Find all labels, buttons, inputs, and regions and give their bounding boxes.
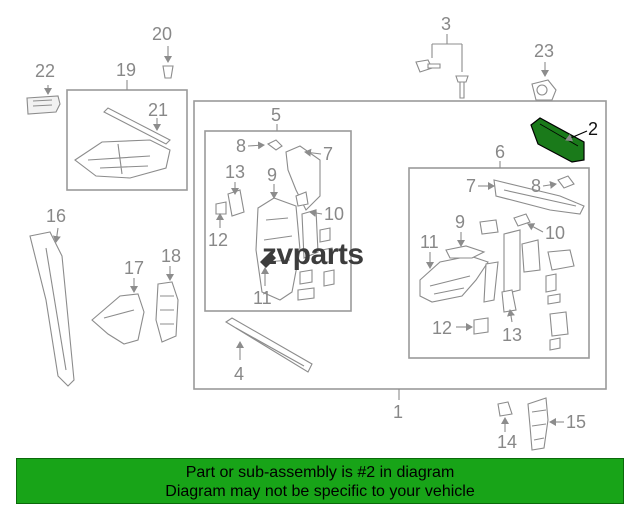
callout-12-left: 12 [208,230,228,250]
callout-10-left: 10 [324,204,344,224]
part-15-plate[interactable] [527,397,564,451]
callout-12-right: 12 [432,318,452,338]
callout-9-right: 9 [455,212,465,232]
callout-8-right: 8 [531,176,541,196]
part-22-clip[interactable] [26,85,61,115]
callout-17: 17 [124,258,144,278]
part-19-dash-panel[interactable] [74,80,171,179]
part-14-clip[interactable] [497,401,513,432]
callout-1: 1 [393,402,403,422]
callout-19: 19 [116,60,136,80]
callout-5: 5 [271,105,281,125]
part-3-bolts[interactable] [415,34,469,99]
callout-23: 23 [534,41,554,61]
callout-6: 6 [495,142,505,162]
right-subassembly-parts[interactable] [419,175,585,351]
callout-3: 3 [441,14,451,34]
part-20-clip[interactable] [162,46,174,79]
left-subassembly-parts[interactable] [215,139,335,301]
callout-14: 14 [497,432,517,452]
callout-11-right: 11 [420,232,439,252]
notice-line-2: Diagram may not be specific to your vehi… [165,483,475,500]
part-4-rail[interactable] [224,317,313,373]
callout-15: 15 [566,412,586,432]
notice-line-1: Part or sub-assembly is #2 in diagram [185,464,455,481]
callout-7-left: 7 [323,144,333,164]
part-18-bracket[interactable] [155,266,179,343]
watermark-logo: zvparts [260,238,364,271]
callout-9-left: 9 [267,165,277,185]
callout-13-left: 13 [225,162,245,182]
callout-16: 16 [46,206,66,226]
part-16-pillar[interactable] [29,227,75,387]
right-subassembly-frame [408,167,590,359]
callout-10-right: 10 [545,223,565,243]
part-2-bracket-highlighted[interactable] [530,117,588,163]
part-17-gusset[interactable] [91,278,145,345]
left-subassembly-frame [204,130,352,312]
callout-7-right: 7 [466,176,476,196]
callout-18: 18 [161,246,181,266]
callout-20: 20 [152,24,172,44]
callout-21: 21 [148,100,168,120]
part-21-strip[interactable] [103,107,171,145]
callout-11-left: 11 [253,288,272,308]
watermark-text: zvparts [262,238,364,271]
callout-2: 2 [588,119,598,139]
notice-banner: Part or sub-assembly is #2 in diagram Di… [16,458,624,504]
callout-13-right: 13 [502,325,522,345]
main-assembly-frame [193,100,607,390]
part-23-nut[interactable] [531,62,557,101]
callout-8-left: 8 [236,136,246,156]
callout-4: 4 [234,364,244,384]
callout-22: 22 [35,61,55,81]
